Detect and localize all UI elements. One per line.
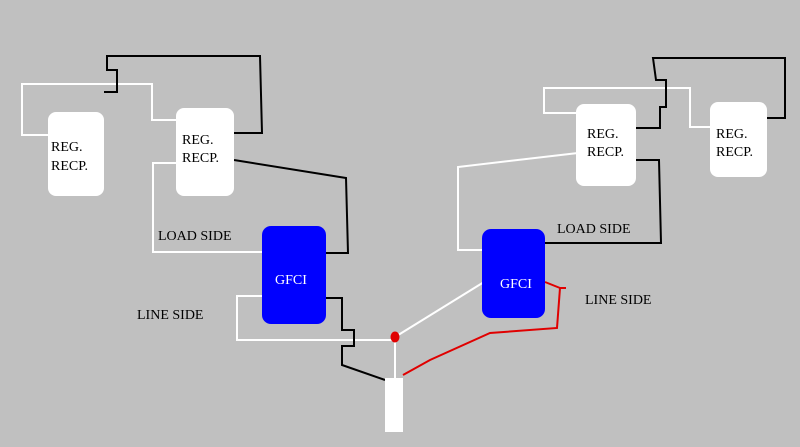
junction-dot	[390, 331, 400, 343]
left-circuit-wires	[21, 55, 395, 381]
right-load-side-label: LOAD SIDE	[557, 222, 631, 237]
left-black-loop-top	[104, 55, 264, 134]
right-white-loop-top	[543, 87, 712, 128]
left-gfci: GFCI	[262, 226, 326, 324]
left-black-line-wire	[326, 297, 386, 381]
right-gfci-label: GFCI	[500, 277, 532, 292]
left-far-receptacle-line1: REG.	[51, 140, 83, 155]
right-white-line-wire	[394, 281, 485, 338]
right-black-load-wire	[545, 159, 663, 244]
left-white-loop-top	[21, 83, 180, 136]
right-far-receptacle-line2: RECP.	[716, 145, 753, 160]
right-gfci: GFCI	[482, 229, 545, 318]
left-far-receptacle-line2: RECP.	[51, 159, 88, 174]
left-near-receptacle: REG. RECP.	[176, 108, 234, 196]
right-near-receptacle: REG. RECP.	[576, 104, 636, 186]
right-black-loop-top	[636, 57, 786, 129]
right-far-receptacle: REG. RECP.	[710, 102, 767, 177]
feed-cable	[385, 378, 403, 432]
right-near-receptacle-line2: RECP.	[587, 145, 624, 160]
left-load-side-label: LOAD SIDE	[158, 229, 232, 244]
left-white-line-wire	[236, 295, 395, 341]
left-near-receptacle-line1: REG.	[182, 133, 214, 148]
left-gfci-label: GFCI	[275, 273, 307, 288]
right-white-load-wire	[457, 152, 579, 251]
left-white-load-wire	[152, 162, 262, 253]
right-circuit-wires	[394, 57, 786, 338]
red-feed-wire	[402, 281, 566, 376]
left-near-receptacle-line2: RECP.	[182, 151, 219, 166]
red-wire-path	[402, 281, 562, 376]
left-black-load-wire	[233, 159, 350, 254]
right-far-receptacle-line1: REG.	[716, 127, 748, 142]
left-far-receptacle: REG. RECP.	[48, 112, 104, 196]
right-line-side-label: LINE SIDE	[585, 293, 652, 308]
left-line-side-label: LINE SIDE	[137, 308, 204, 323]
right-near-receptacle-line1: REG.	[587, 127, 619, 142]
